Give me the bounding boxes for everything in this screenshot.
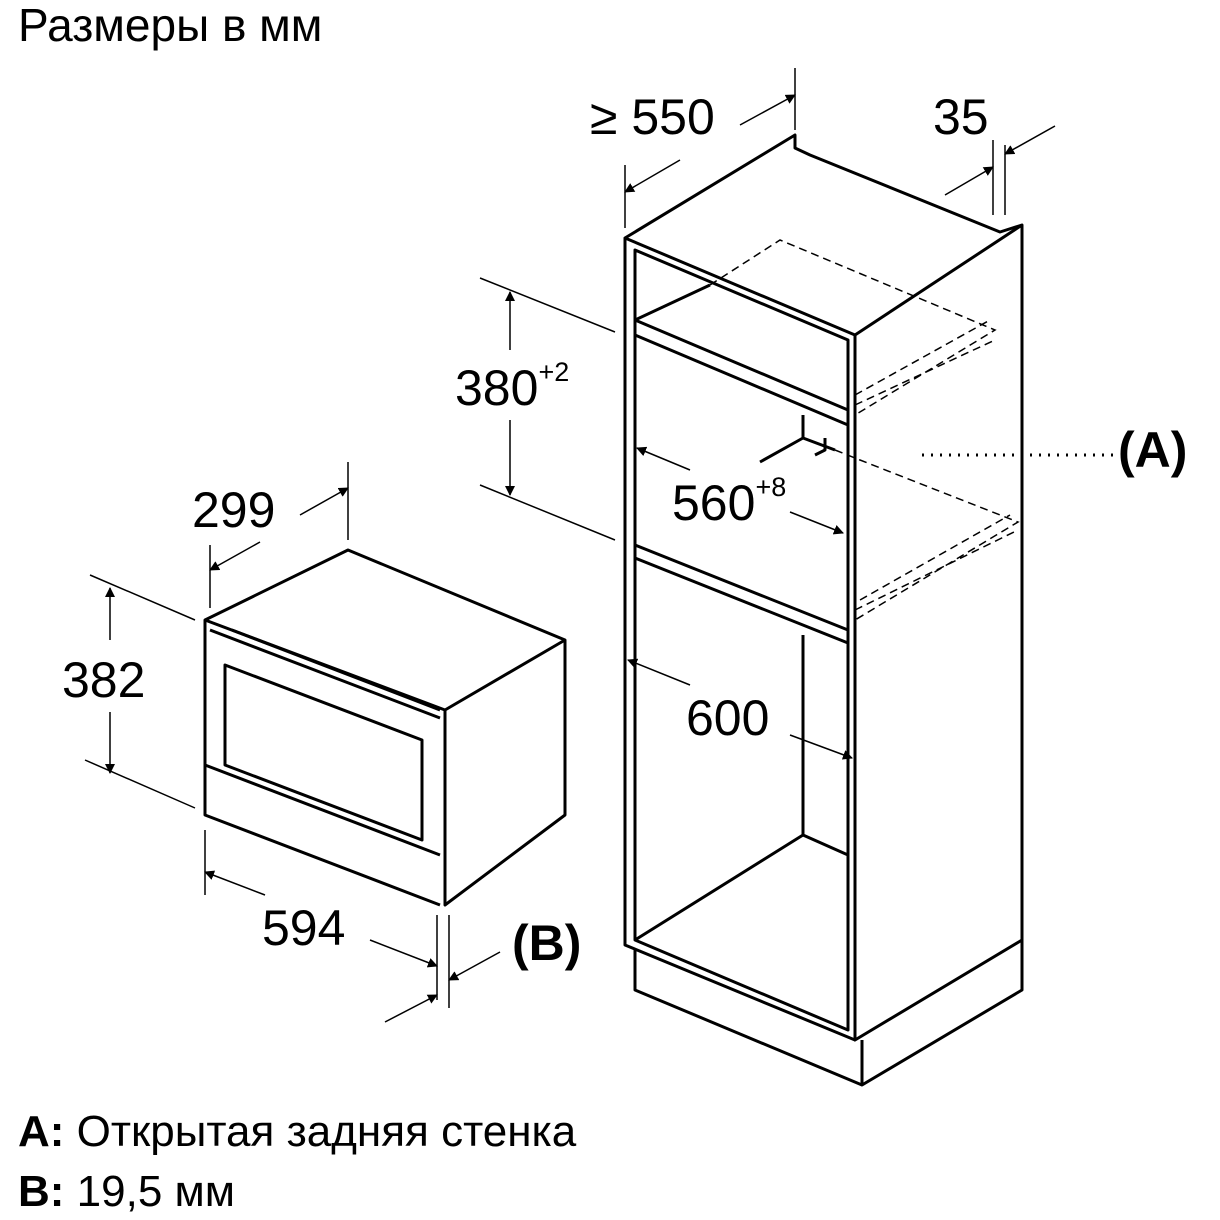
dim-device-width: 594: [262, 900, 346, 956]
dim-niche-height: 380+2: [455, 359, 569, 416]
legend-key: B:: [18, 1167, 65, 1216]
dim-back-gap: 35: [933, 89, 989, 145]
legend-text: 19,5 мм: [76, 1167, 236, 1216]
microwave-device: [203, 548, 567, 907]
dim-niche-width: 560+8: [672, 474, 786, 531]
callout-b: (B): [512, 915, 582, 971]
dim-niche-width-tolerance: +8: [755, 472, 787, 502]
legend-key: A:: [18, 1107, 65, 1156]
cabinet: [623, 133, 1024, 1087]
legend-text: Открытая задняя стенка: [76, 1107, 577, 1156]
dim-cabinet-width: 600: [686, 690, 770, 746]
callout-a: (A): [1118, 422, 1188, 478]
dim-device-depth: 299: [192, 482, 276, 538]
legend-item-b: B: 19,5 мм: [18, 1170, 235, 1214]
dim-cabinet-depth: ≥ 550: [590, 89, 715, 145]
dim-device-height: 382: [62, 652, 146, 708]
page-title: Размеры в мм: [18, 0, 323, 51]
dim-niche-width-value: 560: [672, 475, 756, 531]
dimension-lines: [84, 68, 1115, 1023]
legend-item-a: A: Открытая задняя стенка: [18, 1110, 576, 1154]
dim-niche-height-tolerance: +2: [538, 357, 570, 387]
dim-niche-height-value: 380: [455, 360, 539, 416]
